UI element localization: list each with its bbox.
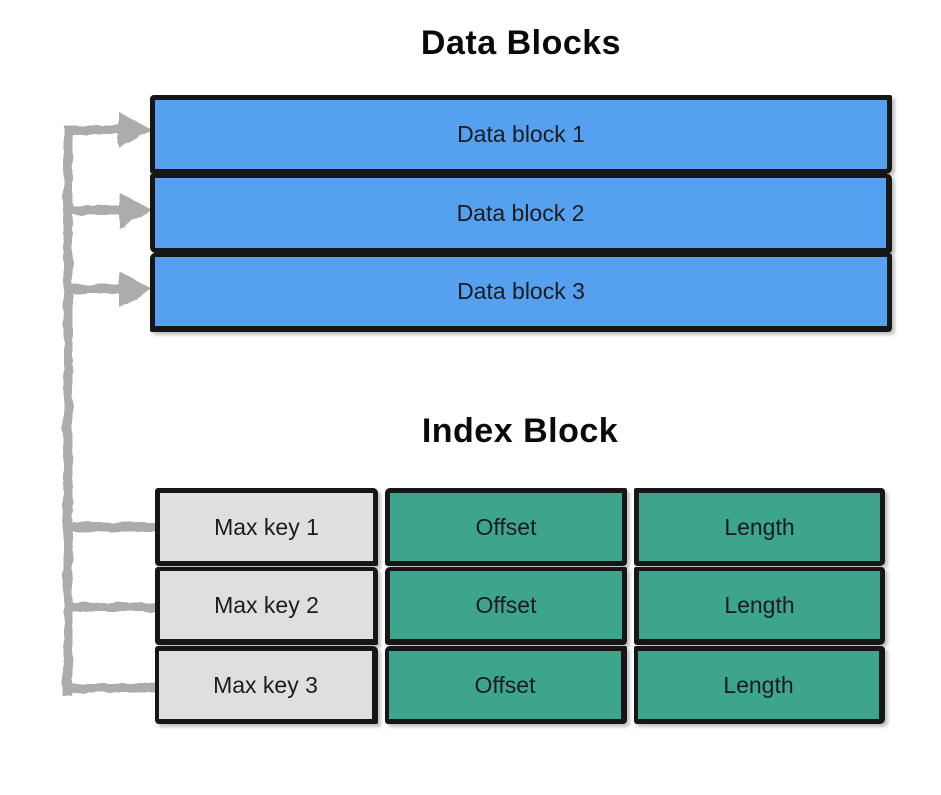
data-blocks-title: Data Blocks bbox=[420, 24, 622, 62]
index-cell-max-key-2: Max key 2 bbox=[155, 567, 378, 645]
data-block-1-label: Data block 1 bbox=[457, 121, 585, 147]
index-cell-length-3: Length bbox=[634, 646, 885, 724]
index-cell-max-key-1: Max key 1 bbox=[155, 488, 378, 566]
data-block-1: Data block 1 bbox=[150, 95, 892, 174]
max-key-1-label: Max key 1 bbox=[214, 513, 319, 540]
index-row-2: Max key 2 Offset Length bbox=[155, 567, 885, 645]
offset-1-label: Offset bbox=[475, 513, 537, 540]
data-block-2-label: Data block 2 bbox=[456, 199, 585, 226]
index-block-title: Index Block bbox=[421, 412, 619, 450]
data-blocks-group: Data block 1 Data block 2 Data block 3 bbox=[150, 95, 892, 332]
max-key-2-label: Max key 2 bbox=[214, 591, 319, 618]
length-3-label: Length bbox=[723, 671, 794, 698]
index-cell-max-key-3: Max key 3 bbox=[155, 646, 378, 724]
index-cell-offset-2: Offset bbox=[385, 567, 627, 645]
length-2-label: Length bbox=[724, 591, 795, 618]
arrowhead-icon bbox=[119, 112, 152, 148]
index-cell-length-1: Length bbox=[634, 488, 885, 566]
arrowhead-icon bbox=[119, 271, 152, 307]
max-key-3-label: Max key 3 bbox=[213, 671, 318, 698]
index-row-1: Max key 1 Offset Length bbox=[155, 488, 885, 566]
index-cell-offset-1: Offset bbox=[385, 488, 627, 566]
index-cell-length-2: Length bbox=[634, 567, 885, 645]
index-row-3: Max key 3 Offset Length bbox=[155, 646, 885, 724]
arrowhead-icon bbox=[119, 192, 152, 228]
data-block-2: Data block 2 bbox=[150, 174, 892, 253]
index-cell-offset-3: Offset bbox=[385, 646, 627, 724]
offset-2-label: Offset bbox=[475, 591, 537, 618]
data-block-3: Data block 3 bbox=[150, 253, 892, 332]
offset-3-label: Offset bbox=[474, 671, 536, 698]
length-1-label: Length bbox=[724, 513, 795, 540]
index-block-table: Max key 1 Offset Length Max key 2 Offset… bbox=[155, 488, 885, 724]
data-block-3-label: Data block 3 bbox=[457, 278, 585, 304]
